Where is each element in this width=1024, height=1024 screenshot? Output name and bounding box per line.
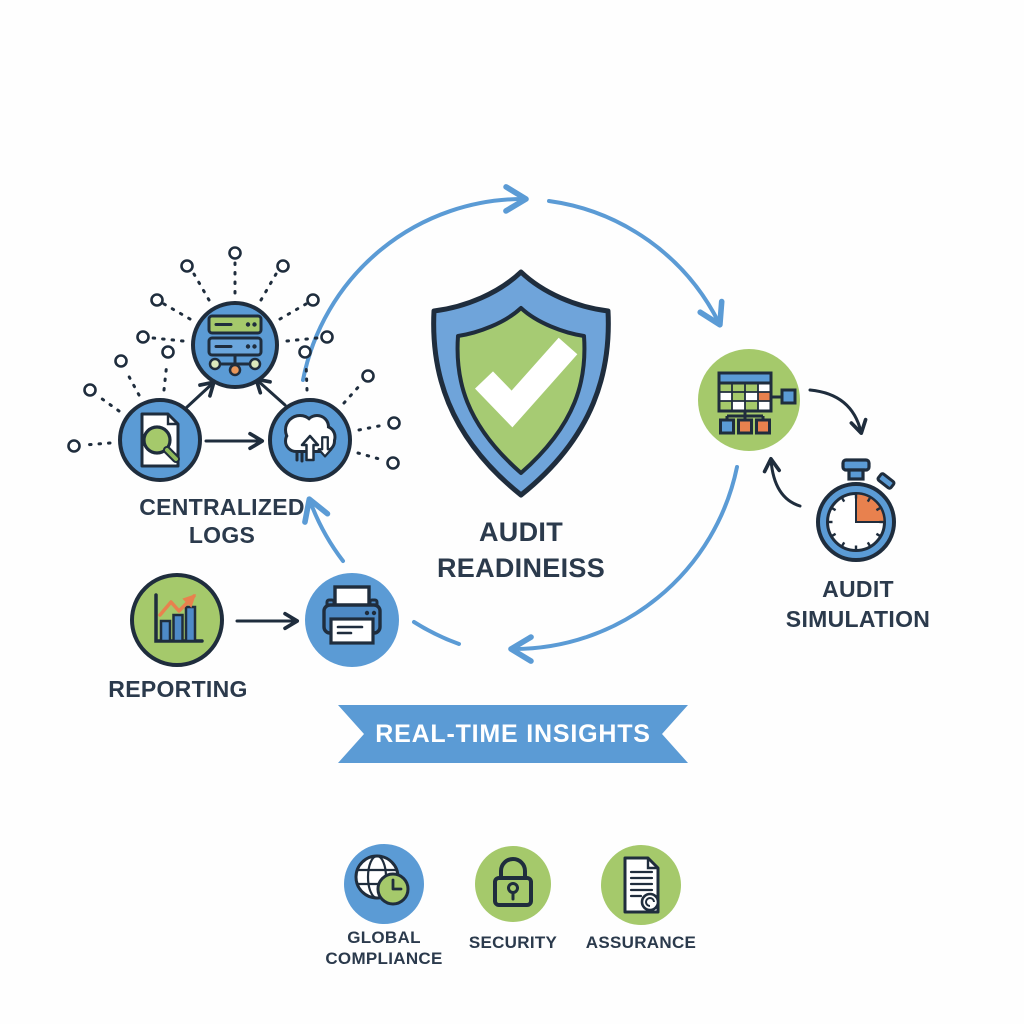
- arrow-cloud-to-server: [254, 377, 287, 407]
- document-search-icon: [140, 412, 180, 468]
- cycle-arc-left: [302, 496, 345, 563]
- real-time-insights-ribbon: REAL-TIME INSIGHTS: [338, 705, 688, 763]
- audit-readiness-line2: READINEISS: [436, 553, 606, 583]
- cycle-arc-top-right: [547, 199, 725, 328]
- connector-arrows: [184, 377, 868, 631]
- cycle-arc-bottom-right: [508, 465, 739, 664]
- ribbon-label: REAL-TIME INSIGHTS: [375, 719, 651, 748]
- centralized-logs-line2: LOGS: [188, 522, 256, 548]
- audit-simulation-line1: AUDIT: [822, 576, 894, 602]
- audit-simulation-line2: SIMULATION: [785, 606, 931, 632]
- cloud-transfer-icon: [284, 414, 337, 463]
- network-ray-dots: [67, 246, 401, 470]
- globe-clock-icon: [354, 854, 410, 906]
- global-compliance-line1: GLOBAL: [347, 928, 421, 947]
- security-label: SECURITY: [468, 933, 558, 952]
- arrow-stopwatch-to-table: [762, 456, 802, 508]
- arrow-table-to-stopwatch: [808, 388, 868, 436]
- audit-readiness-line1: AUDIT: [479, 517, 563, 547]
- audit-readiness-label: AUDIT READINEISS: [401, 514, 641, 586]
- network-rays: [82, 261, 386, 462]
- centralized-logs-label: CENTRALIZED LOGS: [92, 493, 352, 549]
- arrow-doc-to-server: [184, 380, 216, 410]
- global-compliance-label: GLOBAL COMPLIANCE: [306, 927, 462, 969]
- bar-chart-icon: [154, 593, 204, 643]
- printer-icon: [322, 585, 382, 645]
- reporting-label: REPORTING: [108, 676, 248, 702]
- audit-simulation-label: AUDIT SIMULATION: [738, 574, 978, 634]
- global-compliance-line2: COMPLIANCE: [325, 949, 443, 968]
- shield-check-icon: [431, 269, 611, 498]
- audit-plan-table-icon: [717, 371, 797, 435]
- cycle-arc-bottom-tail: [412, 620, 461, 646]
- server-network-icon: [207, 314, 263, 377]
- assurance-label: ASSURANCE: [585, 933, 697, 952]
- stopwatch-icon: [816, 458, 896, 562]
- centralized-logs-line1: CENTRALIZED: [139, 494, 305, 520]
- certified-document-icon: [623, 856, 660, 914]
- padlock-icon: [493, 857, 533, 907]
